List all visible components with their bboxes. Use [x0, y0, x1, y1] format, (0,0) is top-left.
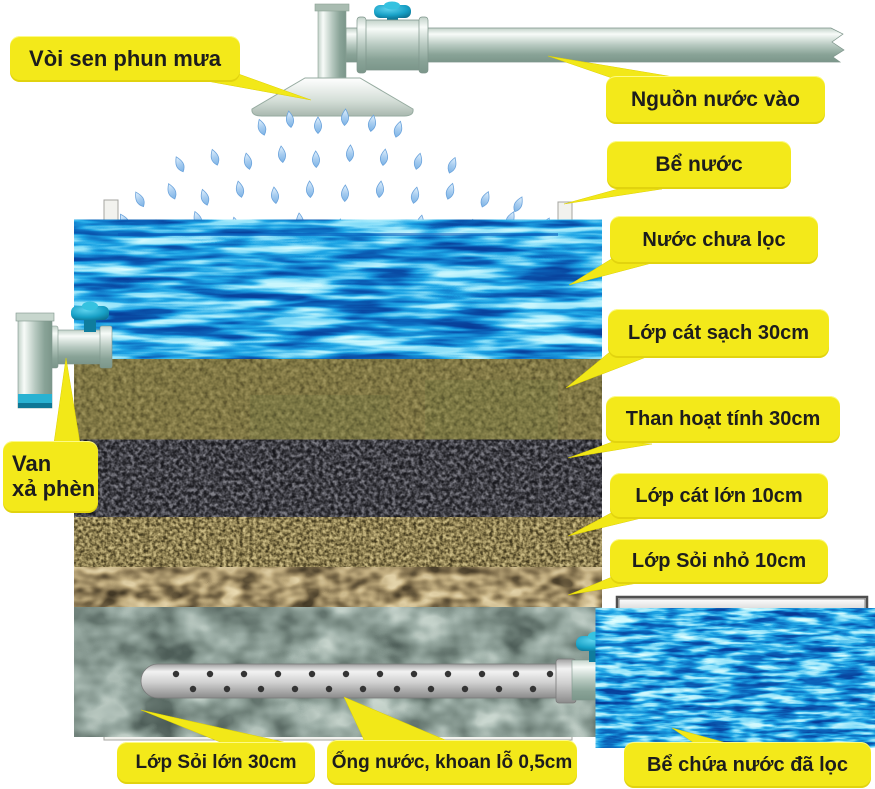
- tank-bottom: [103, 725, 573, 741]
- callout-perforated-pipe: Ống nước, khoan lỗ 0,5cm: [327, 740, 577, 785]
- small-gravel-layer: [118, 572, 558, 618]
- tank-left-wall: [103, 199, 119, 741]
- inlet-pipe: [345, 27, 845, 63]
- callout-drain-valve-line2: xả phèn: [12, 476, 96, 501]
- callout-water-inlet: Nguồn nước vào: [606, 76, 825, 124]
- callout-water-tank: Bể nước: [607, 141, 791, 189]
- pipe-holes: [172, 670, 554, 693]
- outlet-valve-stem: [589, 650, 601, 662]
- shower-head: [251, 3, 414, 117]
- activated-carbon-layer: [118, 447, 558, 522]
- tank-layers: [118, 233, 558, 726]
- filtered-tank-rim: [618, 598, 866, 621]
- clean-sand-layer: [118, 367, 558, 447]
- callout-drain-valve-line1: Van: [12, 451, 52, 477]
- inlet-valve: [356, 1, 429, 74]
- drain-valve-handle-icon: [71, 306, 109, 320]
- callout-coarse-sand-layer: Lớp cát lớn 10cm: [610, 473, 828, 519]
- inlet-valve-stem: [387, 14, 398, 24]
- filtered-water-tank: [615, 595, 869, 741]
- callout-clean-sand-layer: Lớp cát sạch 30cm: [608, 309, 829, 358]
- pointer-tank: [563, 188, 663, 205]
- callout-large-gravel-layer: Lớp Sỏi lớn 30cm: [117, 742, 315, 784]
- water-layer: [118, 233, 558, 367]
- callout-shower-head: Vòi sen phun mưa: [10, 36, 240, 82]
- coarse-sand-layer: [118, 522, 558, 572]
- callout-small-gravel-layer: Lớp Sỏi nhỏ 10cm: [610, 539, 828, 584]
- filtered-water: [620, 620, 864, 736]
- inlet-valve-handle-icon: [374, 5, 411, 18]
- callout-drain-valve: Van xả phèn: [3, 441, 98, 513]
- raindrops: [116, 108, 553, 237]
- outlet-valve-handle-icon: [576, 636, 616, 651]
- callout-filtered-water-tank: Bể chứa nước đã lọc: [624, 742, 871, 788]
- pointer-carbon: [567, 440, 653, 459]
- perforated-pipe: [140, 658, 577, 704]
- pointer-drain-valve: [53, 357, 81, 444]
- drain-valve: [15, 301, 113, 409]
- outlet-valve: [576, 631, 616, 662]
- callout-unfiltered-water: Nước chưa lọc: [610, 216, 818, 264]
- outlet-pipe: [571, 654, 619, 706]
- drain-valve-stem: [84, 320, 96, 332]
- callout-activated-carbon-layer: Than hoạt tính 30cm: [606, 396, 840, 443]
